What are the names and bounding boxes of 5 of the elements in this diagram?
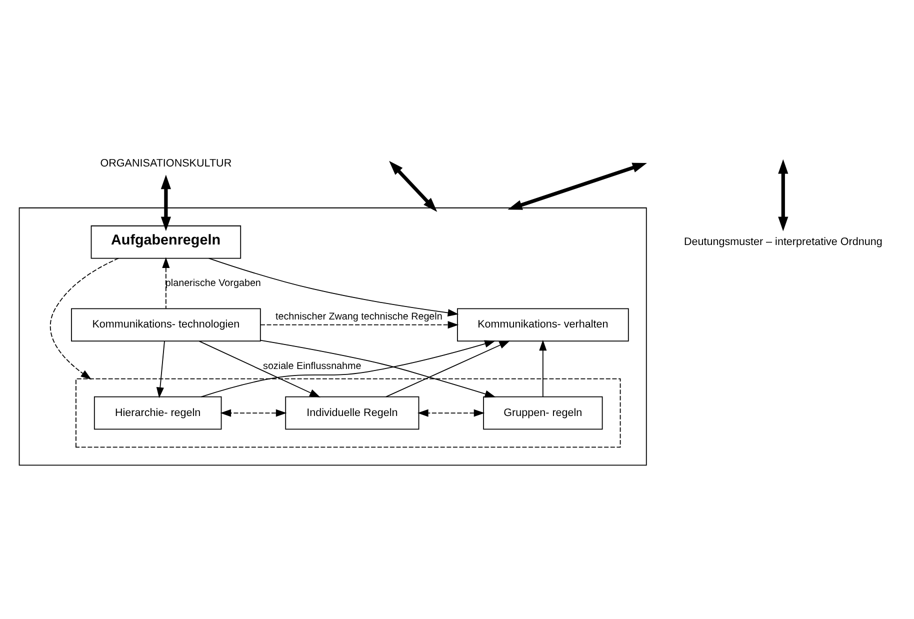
edge-label: planerische Vorgaben bbox=[165, 277, 261, 288]
edge-label: technischer Zwang technische Regeln bbox=[275, 310, 442, 322]
edge-label: soziale Einflussnahme bbox=[263, 360, 362, 372]
node-text: ORGANISATIONSKULTUR bbox=[100, 157, 232, 170]
node-text: Deutungsmuster – interpretative Ordnung bbox=[684, 235, 882, 248]
